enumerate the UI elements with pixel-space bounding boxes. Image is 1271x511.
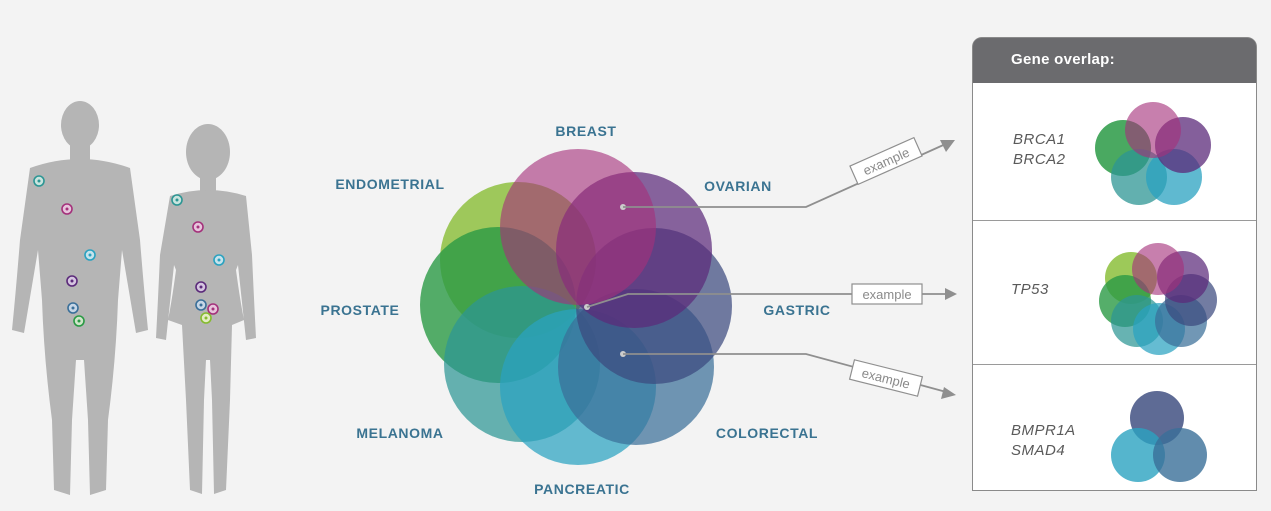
example-tag-3: example <box>848 359 924 397</box>
label-endometrial: ENDOMETRIAL <box>335 176 444 192</box>
gene-overlap-panel: Gene overlap: BRCA1 BRCA2 TP53 <box>972 37 1257 491</box>
marker-dot <box>61 203 73 215</box>
gene-name: BRCA1 <box>1013 131 1066 148</box>
marker-dot <box>200 312 212 324</box>
gene-name: BRCA2 <box>1013 151 1066 168</box>
arrowhead-2 <box>945 288 957 300</box>
mini-venn-3 <box>1111 391 1207 482</box>
venn-circle-breast <box>500 149 656 305</box>
cancer-labels: BREAST OVARIAN GASTRIC COLORECTAL PANCRE… <box>321 123 830 497</box>
gene-list: BMPR1A SMAD4 <box>1011 421 1076 461</box>
label-colorectal: COLORECTAL <box>716 425 818 441</box>
panel-title: Gene overlap: <box>1011 51 1115 68</box>
gene-row-2: TP53 <box>973 221 1256 365</box>
example-label: example <box>862 287 911 302</box>
male-silhouette <box>12 101 148 495</box>
marker-dot <box>195 299 207 311</box>
gene-row-1: BRCA1 BRCA2 <box>973 83 1256 221</box>
gene-name: SMAD4 <box>1011 442 1066 459</box>
body-markers <box>33 175 225 327</box>
arrowhead-1 <box>940 140 955 152</box>
cancer-venn <box>420 149 732 465</box>
label-pancreatic: PANCREATIC <box>534 481 630 497</box>
gene-list: BRCA1 BRCA2 <box>1013 130 1066 170</box>
panel-header: Gene overlap: <box>973 38 1256 83</box>
connector-line-2 <box>586 293 948 308</box>
marker-dot <box>213 254 225 266</box>
marker-dot <box>73 315 85 327</box>
marker-dot <box>192 221 204 233</box>
marker-dot <box>33 175 45 187</box>
marker-dot <box>66 275 78 287</box>
female-silhouette <box>156 124 256 494</box>
gene-name: BMPR1A <box>1011 422 1076 439</box>
mini-venn-1 <box>1095 102 1211 205</box>
label-ovarian: OVARIAN <box>704 178 772 194</box>
example-tag-2: example <box>851 283 923 305</box>
gene-list: TP53 <box>1011 280 1049 300</box>
label-prostate: PROSTATE <box>321 302 400 318</box>
gene-row-3: BMPR1A SMAD4 <box>973 365 1256 492</box>
label-breast: BREAST <box>555 123 616 139</box>
gene-name: TP53 <box>1011 281 1049 298</box>
marker-dot <box>84 249 96 261</box>
arrowhead-3 <box>941 387 956 399</box>
marker-dot <box>207 303 219 315</box>
marker-dot <box>171 194 183 206</box>
marker-dot <box>195 281 207 293</box>
label-gastric: GASTRIC <box>763 302 830 318</box>
label-melanoma: MELANOMA <box>356 425 443 441</box>
marker-dot <box>67 302 79 314</box>
example-tag-1: example <box>849 136 923 186</box>
mini-venn-2 <box>1099 243 1217 355</box>
arrowheads <box>940 140 957 399</box>
